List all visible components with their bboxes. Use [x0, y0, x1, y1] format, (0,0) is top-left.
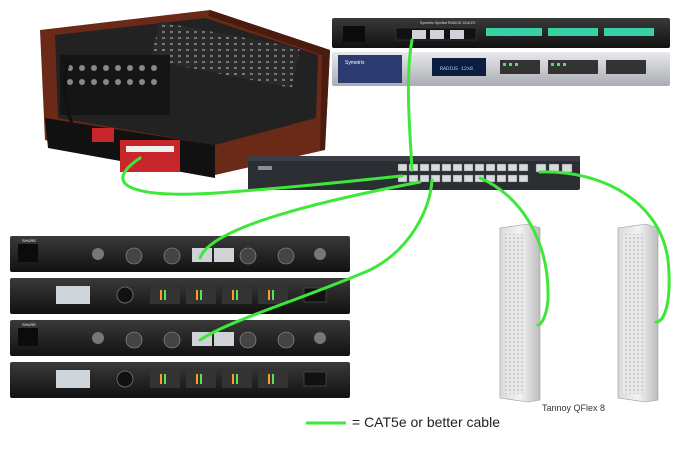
- wireless-receiver-1-rear: SHURE: [10, 236, 350, 272]
- network-switch: [248, 156, 580, 190]
- dsp-processor-front: Symetrix RADIUS 12x8: [332, 52, 670, 86]
- processor-brand-label: Symetrix: [345, 60, 365, 66]
- legend-label: = CAT5e or better cable: [352, 414, 500, 430]
- wireless-receiver-1-front: [10, 278, 350, 314]
- column-speaker-right: [617, 223, 659, 403]
- cable-switch-to-right-speaker: [538, 170, 671, 324]
- wireless-receiver-2-rear: SHURE: [10, 320, 350, 356]
- receiver-2-brand: SHURE: [22, 322, 36, 327]
- wireless-receiver-2-front: [10, 362, 350, 398]
- cable-receiver1-to-switch: [198, 180, 422, 260]
- cat5e-cables: [121, 38, 671, 342]
- dsp-processor-rear: Symetrix SymNet RADIUS 12x8 EX: [332, 18, 670, 48]
- cable-processor-to-switch: [406, 38, 414, 172]
- receiver-1-brand: SHURE: [22, 238, 36, 243]
- cable-receiver2-to-switch: [198, 178, 434, 342]
- processor-rear-label: Symetrix SymNet RADIUS 12x8 EX: [420, 21, 476, 25]
- speaker-model-label: Tannoy QFlex 8: [542, 403, 606, 413]
- processor-display-text: RADIUS 12x8: [440, 66, 473, 72]
- cable-switch-to-left-speaker: [478, 176, 550, 327]
- mixing-console: [40, 10, 330, 178]
- cable-console-to-switch: [121, 156, 404, 196]
- column-speaker-left: [499, 223, 541, 403]
